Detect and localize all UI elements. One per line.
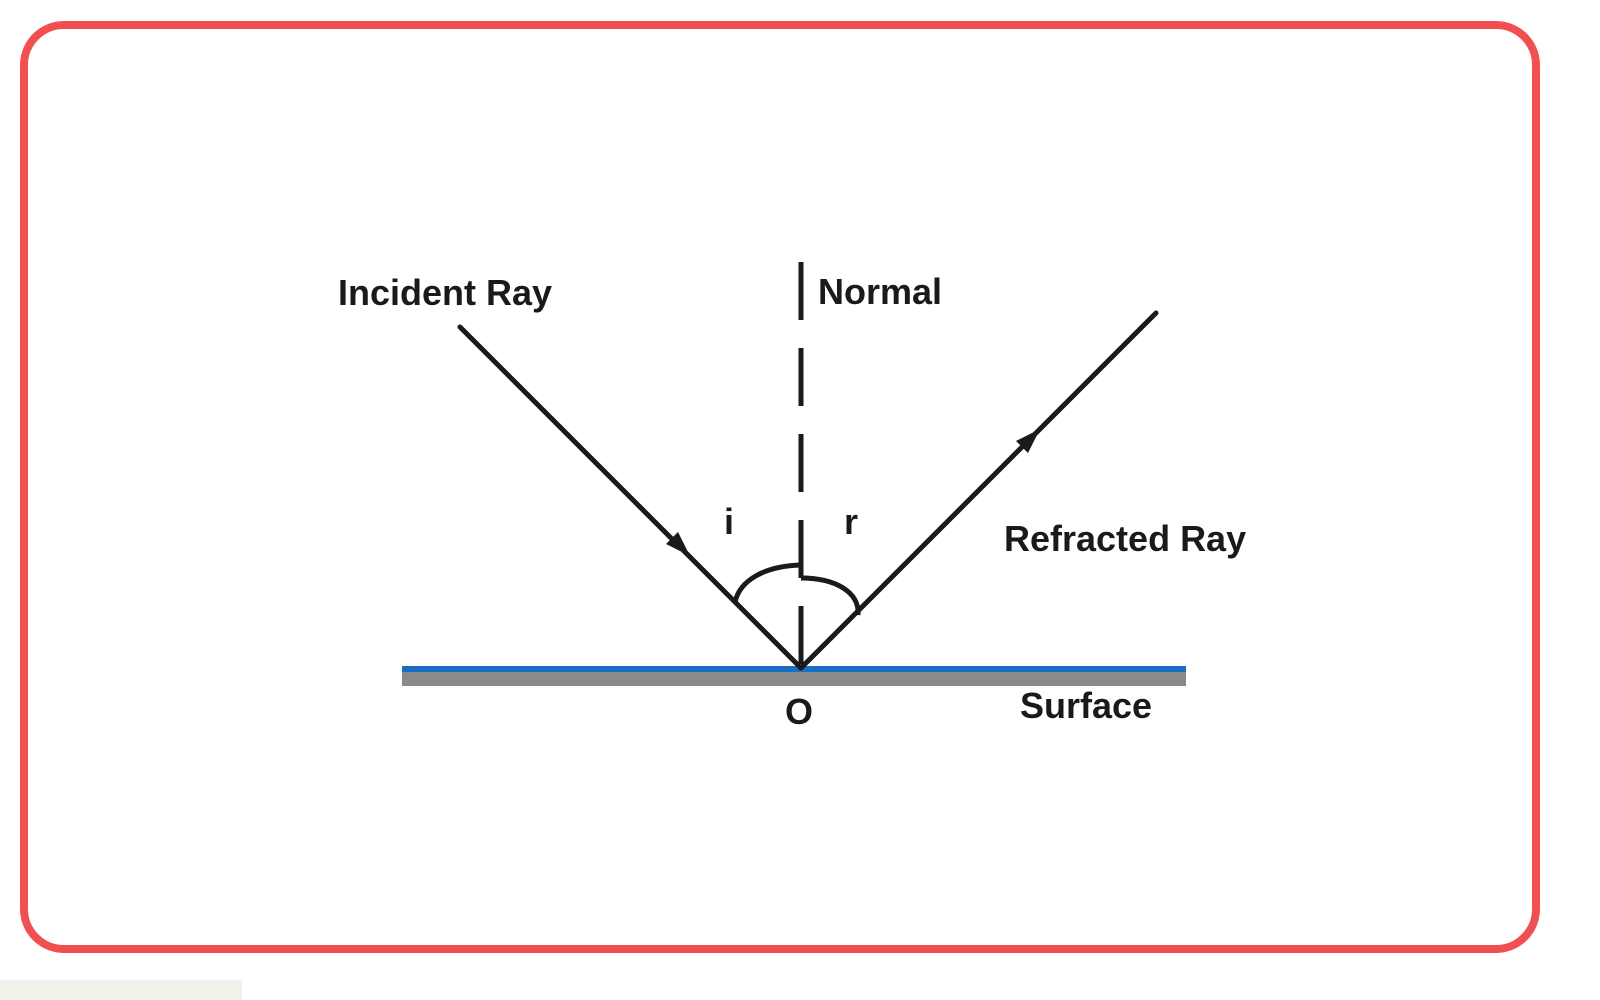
surface-top-edge — [402, 666, 1186, 672]
incident-arrow-icon — [666, 532, 690, 556]
surface-label: Surface — [1020, 685, 1152, 726]
refracted-ray-label: Refracted Ray — [1004, 518, 1246, 559]
angle-r-arc — [800, 575, 861, 616]
incident-ray-label: Incident Ray — [338, 272, 552, 313]
bottom-corner-strip — [0, 980, 242, 1000]
refracted-arrow-icon — [1016, 429, 1040, 453]
diagram-frame — [20, 21, 1540, 953]
normal-label: Normal — [818, 271, 942, 312]
refracted-ray-line — [798, 310, 1159, 671]
angle-r-label: r — [844, 501, 858, 542]
angle-i-label: i — [724, 501, 734, 542]
incident-ray-line — [457, 324, 804, 671]
point-o-label: O — [785, 691, 813, 732]
angle-i-arc — [732, 562, 802, 603]
